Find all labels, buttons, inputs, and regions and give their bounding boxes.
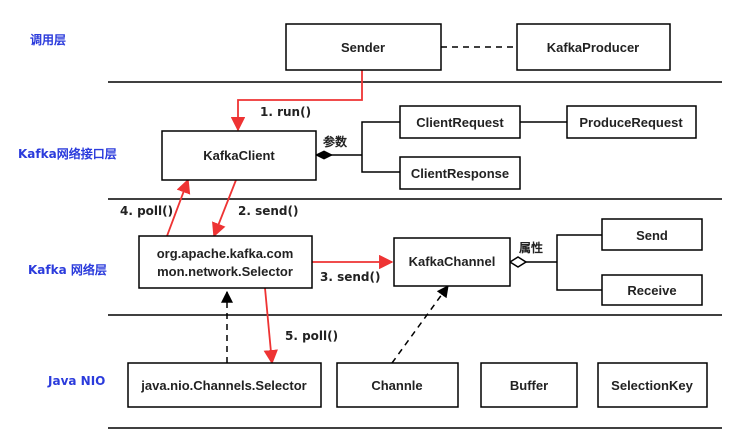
selection-key-label: SelectionKey (611, 378, 693, 393)
receive-label: Receive (627, 283, 676, 298)
composition-diamond (314, 150, 334, 160)
produce-request-box (566, 105, 697, 139)
poll-arrow-4 (166, 178, 191, 237)
poll4-label: 4. poll() (120, 204, 173, 218)
attr-label: 属性 (519, 240, 543, 255)
sender-label: Sender (341, 40, 385, 55)
layer-label-network: Kafka 网络层 (28, 262, 107, 277)
param-label: 参数 (323, 134, 348, 149)
client-response-box (399, 156, 521, 190)
kafka-channel-label: KafkaChannel (409, 254, 496, 269)
aggregation-diamond (508, 256, 528, 268)
send3-label: 3. send() (320, 270, 380, 284)
buffer-label: Buffer (510, 378, 548, 393)
receive-box (601, 274, 703, 306)
send2-label: 2. send() (238, 204, 298, 218)
run-label: 1. run() (260, 105, 311, 119)
nio-selector-box (127, 362, 322, 408)
layer-label-call: 调用层 (30, 33, 66, 47)
channle-label: Channle (371, 378, 422, 393)
layer-label-client: Kafka网络接口层 (18, 146, 117, 161)
send-box (601, 218, 703, 251)
client-request-box (399, 105, 521, 139)
network-selector-box (138, 235, 313, 289)
produce-request-label: ProduceRequest (579, 115, 683, 130)
run-arrow (230, 70, 363, 132)
param-branch (361, 121, 400, 173)
client-request-label: ClientRequest (416, 115, 504, 130)
poll-arrow-5 (263, 287, 278, 365)
channle-dashed-arrow (391, 285, 449, 364)
kafka-producer-label: KafkaProducer (547, 40, 639, 55)
buffer-box (480, 362, 578, 408)
network-selector-label-line2: mon.network.Selector (157, 264, 293, 279)
send-arrow-2 (212, 179, 237, 238)
kafka-client-box (161, 130, 317, 181)
network-selector-label-line1: org.apache.kafka.com (157, 246, 294, 261)
attr-branch (556, 234, 602, 291)
kafka-channel-box (393, 237, 511, 287)
client-response-label: ClientResponse (411, 166, 509, 181)
nio-selector-label: java.nio.Channels.Selector (140, 378, 306, 393)
channle-box (336, 362, 459, 408)
kafka-producer-box (516, 23, 671, 71)
kafka-client-label: KafkaClient (203, 148, 275, 163)
send-label: Send (636, 228, 668, 243)
poll5-label: 5. poll() (285, 329, 338, 343)
sender-box (285, 23, 442, 71)
selection-key-box (597, 362, 708, 408)
layer-label-nio: Java NIO (47, 374, 105, 388)
